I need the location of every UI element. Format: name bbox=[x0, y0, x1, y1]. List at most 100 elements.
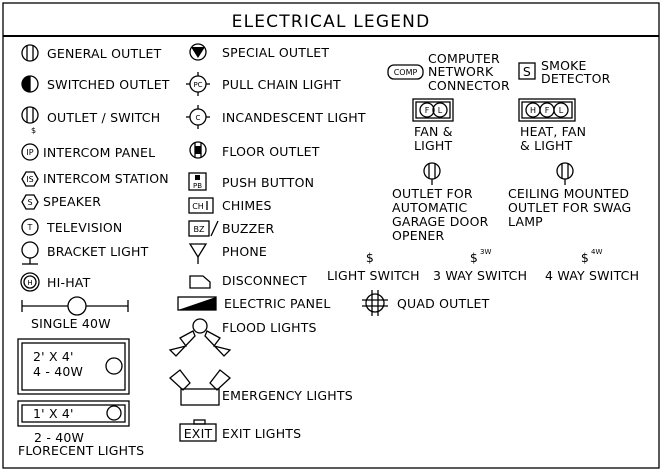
svg-text:PB: PB bbox=[193, 182, 202, 190]
floor-outlet-label: FLOOR OUTLET bbox=[222, 144, 320, 159]
fan-light-label-2: LIGHT bbox=[414, 138, 453, 153]
svg-text:T: T bbox=[27, 223, 33, 232]
disconnect-icon bbox=[189, 275, 211, 289]
push-button-icon: PB bbox=[188, 172, 207, 191]
smoke-detector-icon: S bbox=[518, 62, 536, 80]
emergency-lights-icon bbox=[169, 369, 231, 406]
phone-icon bbox=[188, 243, 208, 264]
svg-text:S: S bbox=[523, 64, 531, 79]
pull-chain-light-label: PULL CHAIN LIGHT bbox=[222, 77, 341, 92]
fixture-1x4-lamps: 2 - 40W bbox=[34, 430, 84, 445]
svg-text:COMP: COMP bbox=[394, 68, 418, 77]
incandescent-light-icon: C bbox=[186, 105, 210, 129]
switched-outlet-label: SWITCHED OUTLET bbox=[47, 77, 170, 92]
emergency-lights-label: EMERGENCY LIGHTS bbox=[222, 388, 353, 403]
florecent-lights-label: FLORECENT LIGHTS bbox=[18, 443, 144, 458]
smoke-detector-label-2: DETECTOR bbox=[541, 71, 611, 86]
computer-network-label-1: COMPUTER bbox=[428, 51, 500, 66]
computer-network-label-2: NETWORK bbox=[428, 64, 494, 79]
ceiling-mounted-outlet-icon bbox=[556, 162, 574, 185]
fixture-2x4-size: 2' X 4' bbox=[33, 349, 74, 364]
computer-network-label-3: CONNECTOR bbox=[428, 78, 510, 93]
special-outlet-label: SPECIAL OUTLET bbox=[222, 45, 329, 60]
hi-hat-label: HI-HAT bbox=[47, 275, 91, 290]
ceiling-outlet-label-2: OUTLET FOR SWAG bbox=[508, 200, 631, 215]
three-way-switch-label: 3 WAY SWITCH bbox=[433, 268, 527, 283]
television-icon: T bbox=[21, 218, 39, 236]
svg-text:F: F bbox=[545, 106, 550, 115]
pull-chain-light-icon: PC bbox=[186, 72, 210, 96]
svg-text:$: $ bbox=[581, 250, 589, 265]
svg-text:H: H bbox=[530, 106, 536, 115]
outlet-switch-label: OUTLET / SWITCH bbox=[47, 110, 160, 125]
svg-text:C: C bbox=[196, 114, 201, 122]
fixture-2x4-lamps: 4 - 40W bbox=[33, 364, 83, 379]
heat-fan-light-icon: H F L bbox=[518, 98, 576, 122]
exit-lights-icon: EXIT bbox=[179, 419, 217, 442]
flood-lights-label: FLOOD LIGHTS bbox=[222, 320, 317, 335]
svg-text:PC: PC bbox=[193, 81, 202, 89]
push-button-label: PUSH BUTTON bbox=[222, 175, 314, 190]
svg-text:$: $ bbox=[366, 250, 374, 265]
ceiling-outlet-label-3: LAMP bbox=[508, 214, 543, 229]
svg-text:L: L bbox=[438, 106, 443, 115]
bracket-light-label: BRACKET LIGHT bbox=[47, 244, 149, 259]
floor-outlet-icon bbox=[189, 141, 207, 159]
quad-outlet-icon bbox=[362, 290, 388, 316]
svg-text:S: S bbox=[27, 198, 32, 207]
four-way-switch-label: 4 WAY SWITCH bbox=[545, 268, 639, 283]
outlet-switch-icon: $ bbox=[21, 106, 39, 135]
general-outlet-icon bbox=[21, 44, 39, 62]
svg-text:L: L bbox=[559, 106, 564, 115]
svg-text:BZ: BZ bbox=[194, 225, 205, 234]
legend-title: ELECTRICAL LEGEND bbox=[232, 12, 431, 32]
svg-text:IS: IS bbox=[26, 175, 33, 184]
svg-text:$: $ bbox=[470, 250, 478, 265]
incandescent-light-label: INCANDESCENT LIGHT bbox=[222, 110, 366, 125]
light-switch-icon: $ bbox=[366, 250, 374, 265]
fluorescent-2x4-fixture-icon bbox=[17, 338, 130, 395]
garage-door-label-4: OPENER bbox=[392, 228, 445, 243]
garage-door-label-3: GARAGE DOOR bbox=[392, 214, 489, 229]
electric-panel-label: ELECTRIC PANEL bbox=[224, 296, 331, 311]
disconnect-label: DISCONNECT bbox=[222, 273, 307, 288]
fixture-1x4-size: 1' X 4' bbox=[33, 406, 74, 421]
flood-lights-icon bbox=[168, 318, 232, 357]
smoke-detector-label-1: SMOKE bbox=[541, 58, 587, 73]
speaker-label: SPEAKER bbox=[43, 194, 101, 209]
speaker-icon: S bbox=[21, 194, 39, 210]
hi-hat-icon: H bbox=[20, 272, 40, 292]
svg-text:F: F bbox=[425, 106, 430, 115]
chimes-icon: CH bbox=[188, 197, 214, 214]
garage-door-label-2: AUTOMATIC bbox=[392, 200, 467, 215]
svg-text:3W: 3W bbox=[480, 248, 491, 256]
three-way-switch-icon: $ 3W bbox=[470, 248, 492, 265]
intercom-station-label: INTERCOM STATION bbox=[43, 171, 169, 186]
chimes-label: CHIMES bbox=[222, 198, 272, 213]
switched-outlet-icon bbox=[21, 75, 39, 93]
fan-light-label-1: FAN & bbox=[414, 124, 453, 139]
single-40w-label: SINGLE 40W bbox=[31, 316, 111, 331]
quad-outlet-label: QUAD OUTLET bbox=[397, 296, 490, 311]
exit-lights-label: EXIT LIGHTS bbox=[222, 426, 301, 441]
svg-text:4W: 4W bbox=[591, 248, 602, 256]
buzzer-icon: BZ bbox=[188, 220, 219, 237]
bracket-light-icon bbox=[21, 241, 39, 265]
fluorescent-1x4-fixture-icon bbox=[17, 400, 130, 427]
intercom-panel-icon: IP bbox=[21, 143, 39, 161]
television-label: TELEVISION bbox=[46, 220, 122, 235]
electric-panel-icon bbox=[177, 296, 217, 311]
svg-text:IP: IP bbox=[26, 148, 33, 157]
fan-light-icon: F L bbox=[412, 98, 454, 122]
garage-door-outlet-icon bbox=[423, 162, 441, 185]
garage-door-label-1: OUTLET FOR bbox=[392, 186, 473, 201]
svg-text:EXIT: EXIT bbox=[184, 426, 213, 441]
heat-fan-light-label-2: & LIGHT bbox=[520, 138, 573, 153]
ceiling-outlet-label-1: CEILING MOUNTED bbox=[508, 186, 629, 201]
single-40w-fixture-icon bbox=[21, 296, 129, 316]
phone-label: PHONE bbox=[222, 244, 267, 259]
intercom-station-icon: IS bbox=[21, 171, 39, 187]
four-way-switch-icon: $ 4W bbox=[581, 248, 603, 265]
